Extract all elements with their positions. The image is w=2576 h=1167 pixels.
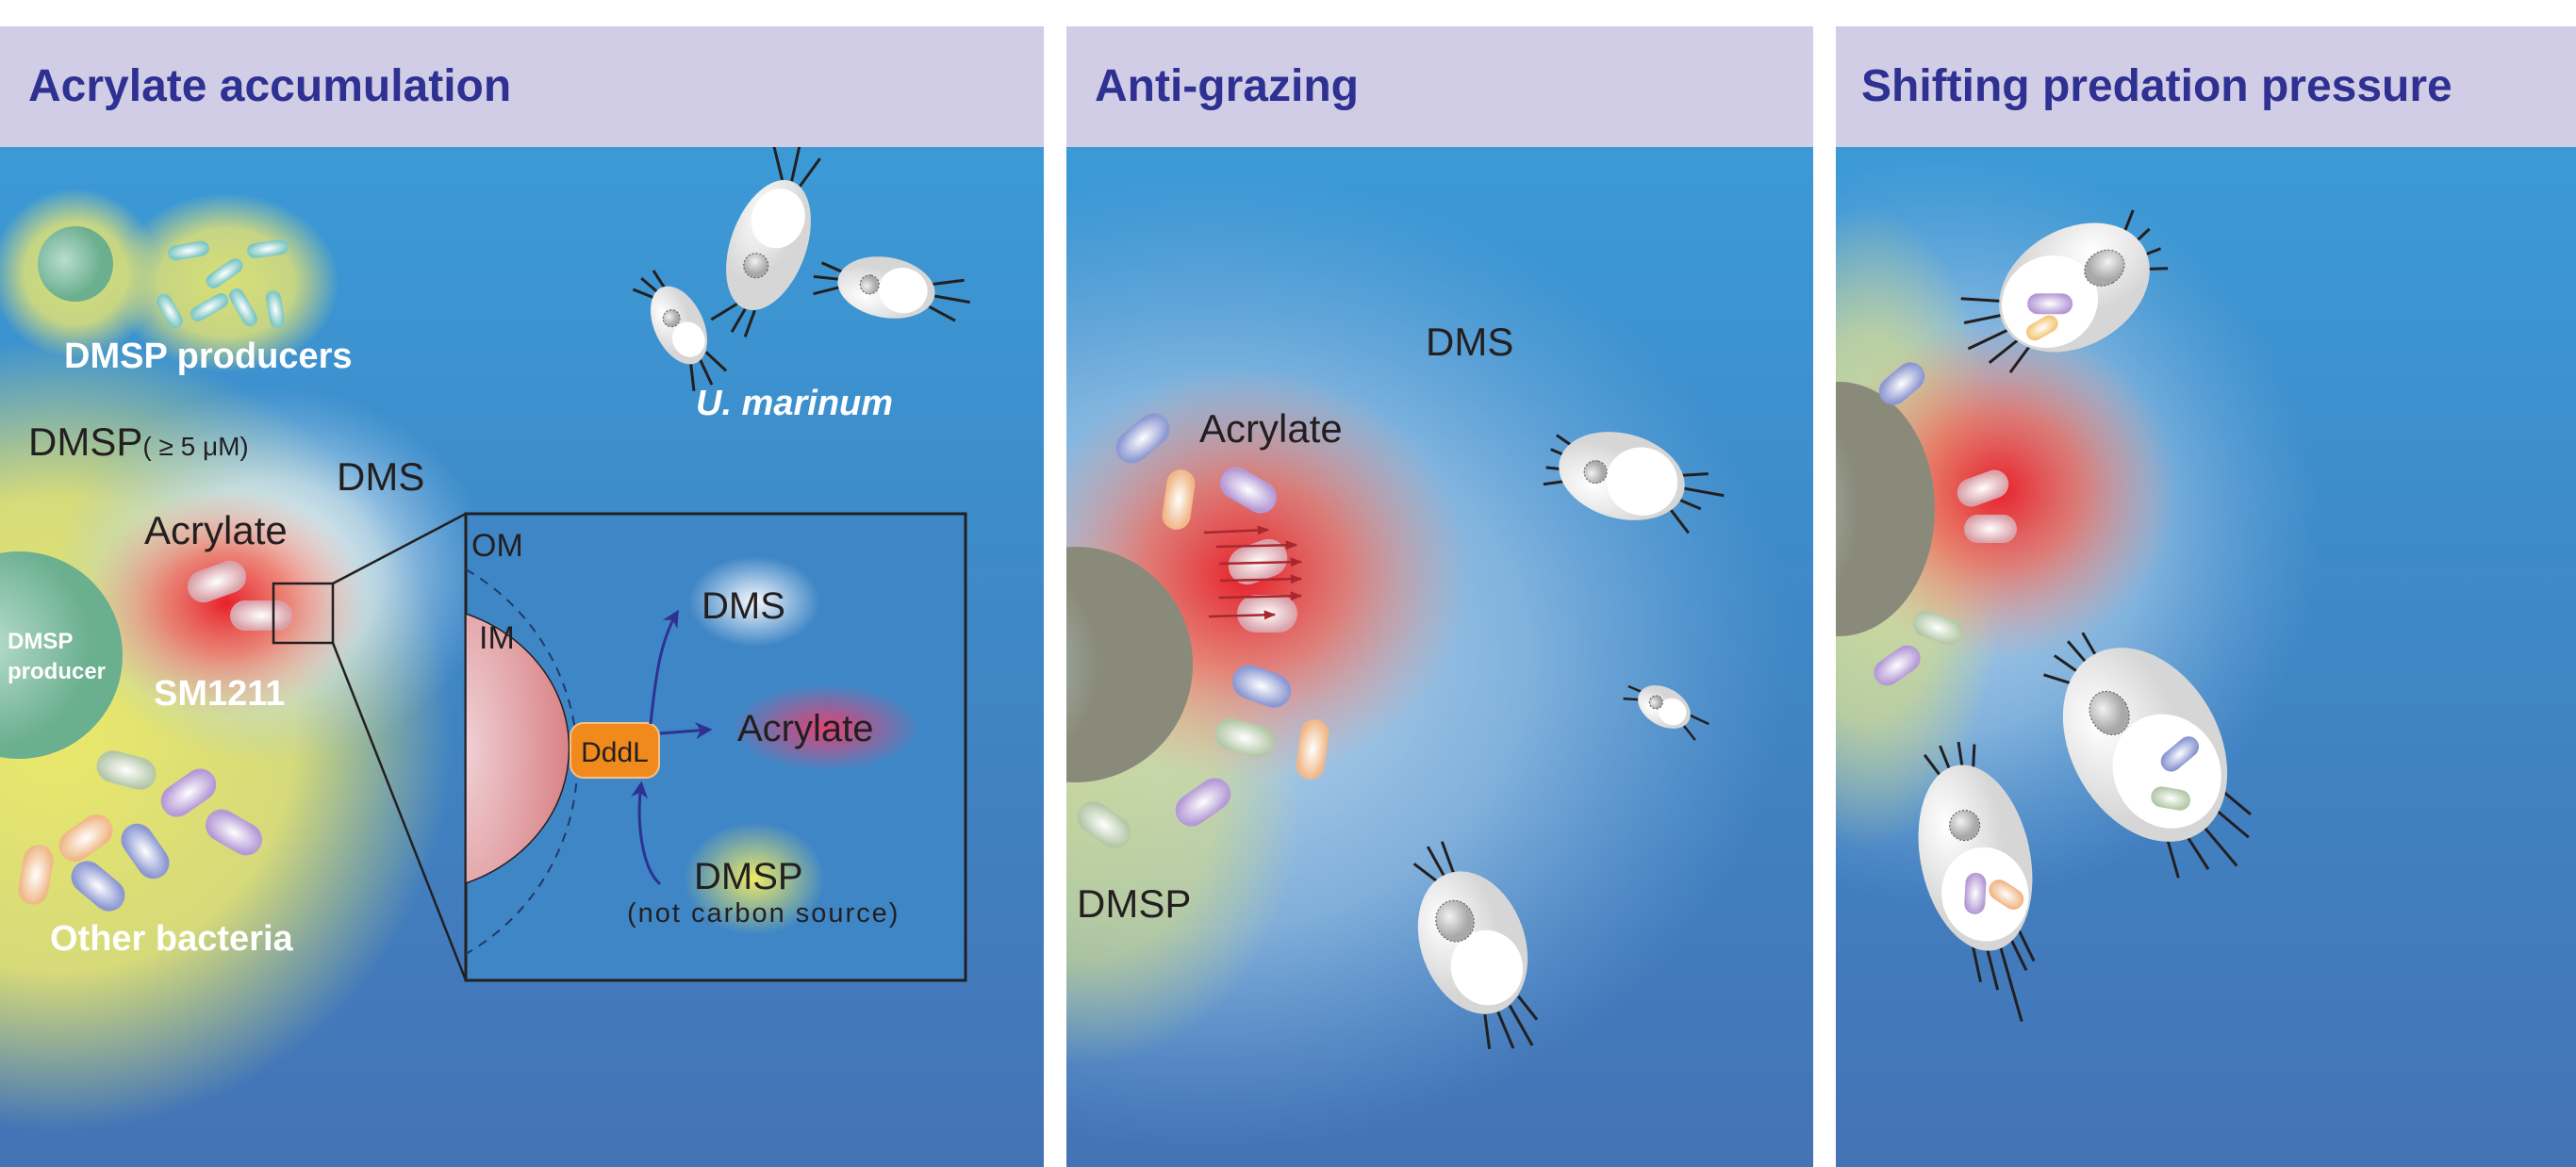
acrylate-release-arrows xyxy=(1203,525,1303,620)
ciliate-fed-1 xyxy=(1960,209,2169,373)
ciliate-1 xyxy=(1543,432,1725,534)
u-marinum-ciliate-1 xyxy=(710,147,821,337)
inner-membrane-cell xyxy=(465,612,570,885)
panel-acrylate-accumulation: Acrylate accumulation DMSP produc xyxy=(0,26,1044,1167)
label-im: IM xyxy=(479,620,515,656)
inset-label-dms: DMS xyxy=(702,585,785,627)
dmsp-producer-cell-large xyxy=(0,551,123,759)
inset-ddl-mechanism: OM IM DddL DMS Acrylate DMSP (not carbon… xyxy=(464,512,967,982)
panel-title: Shifting predation pressure xyxy=(1861,61,2452,111)
sm1211-bacteria xyxy=(187,560,292,631)
u-marinum-ciliate-3 xyxy=(813,256,970,322)
arrow-from-dmsp xyxy=(631,781,662,886)
panel-header xyxy=(1836,26,2576,147)
label-dmsp-producers: DMSP producers xyxy=(64,337,352,376)
dmsp-producer-bacteria xyxy=(157,239,289,329)
label-dmsp: DMSP xyxy=(1077,881,1191,926)
panel-shifting-predation-pressure: Shifting predation pressure xyxy=(1836,26,2576,1167)
label-dmsp-producer-line1: DMSP xyxy=(8,629,73,654)
label-sm1211: SM1211 xyxy=(154,674,285,714)
ciliate-3 xyxy=(1412,841,1539,1049)
panel-title: Anti-grazing xyxy=(1095,61,1359,111)
arrow-to-acrylate xyxy=(659,722,713,740)
label-dms: DMS xyxy=(1426,320,1513,364)
label-dmsp-producer-line2: producer xyxy=(8,659,106,684)
inset-label-dmsp-note: (not carbon source) xyxy=(627,898,900,929)
ciliate-2 xyxy=(1623,684,1709,741)
label-acrylate: Acrylate xyxy=(144,508,288,552)
inset-label-acrylate: Acrylate xyxy=(737,708,874,749)
dmsp-producer-cell-small xyxy=(38,226,113,302)
panel-title: Acrylate accumulation xyxy=(28,61,511,111)
ciliate-fed-3 xyxy=(1918,741,2036,1022)
label-om: OM xyxy=(471,528,523,564)
arrow-to-dms xyxy=(649,609,679,725)
label-acrylate: Acrylate xyxy=(1199,406,1343,451)
panel-anti-grazing: Anti-grazing xyxy=(1066,26,1813,1167)
panel-header xyxy=(1066,26,1813,147)
dmsp-producer-cell xyxy=(1066,547,1193,782)
label-dms: DMS xyxy=(337,454,424,499)
panel-header xyxy=(0,26,1044,147)
label-dmsp-threshold: DMSP( ≥ 5 μM) xyxy=(28,419,249,464)
svg-text:DddL: DddL xyxy=(581,737,649,768)
label-u-marinum: U. marinum xyxy=(696,384,893,423)
u-marinum-ciliate-2 xyxy=(632,270,728,391)
other-bacteria xyxy=(18,750,262,912)
ddl-enzyme: DddL xyxy=(570,722,660,779)
acrylate-glow xyxy=(85,490,368,716)
outer-membrane xyxy=(465,568,579,955)
inset-label-dmsp: DMSP xyxy=(694,856,803,897)
bacteria-outside xyxy=(1874,362,2017,686)
ciliate-fed-2 xyxy=(2043,632,2252,879)
dmsp-producer-cell xyxy=(1836,382,1935,636)
label-other-bacteria: Other bacteria xyxy=(50,919,294,959)
zoom-source-box xyxy=(272,582,335,645)
